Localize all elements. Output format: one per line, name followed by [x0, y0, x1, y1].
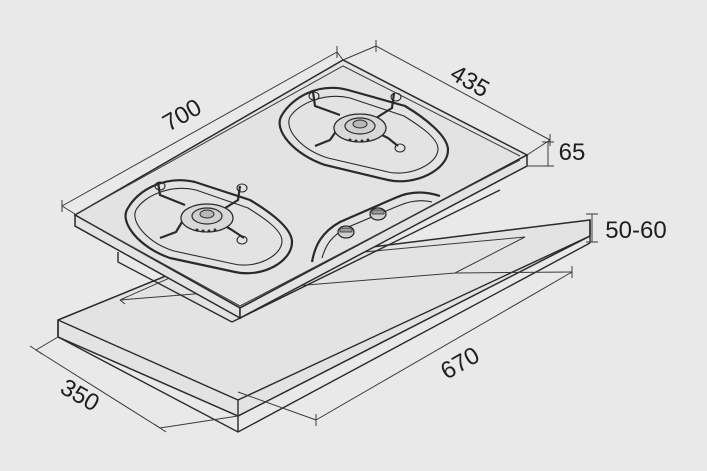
control-panel: [310, 191, 441, 263]
burner-front-left: [124, 179, 294, 275]
knob-right[interactable]: [369, 207, 387, 221]
burner-back-right: [278, 86, 450, 183]
dim-counter-label: 50-60: [605, 217, 666, 244]
dim-height-label: 65: [559, 139, 586, 166]
dim-depth-label: 435: [446, 60, 494, 103]
knob-left[interactable]: [337, 225, 355, 239]
dimension-lines: [29, 40, 598, 433]
dim-width-label: 700: [158, 94, 206, 137]
dim-cutout-depth-label: 350: [56, 374, 104, 417]
dim-cutout-width-label: 670: [436, 342, 484, 385]
